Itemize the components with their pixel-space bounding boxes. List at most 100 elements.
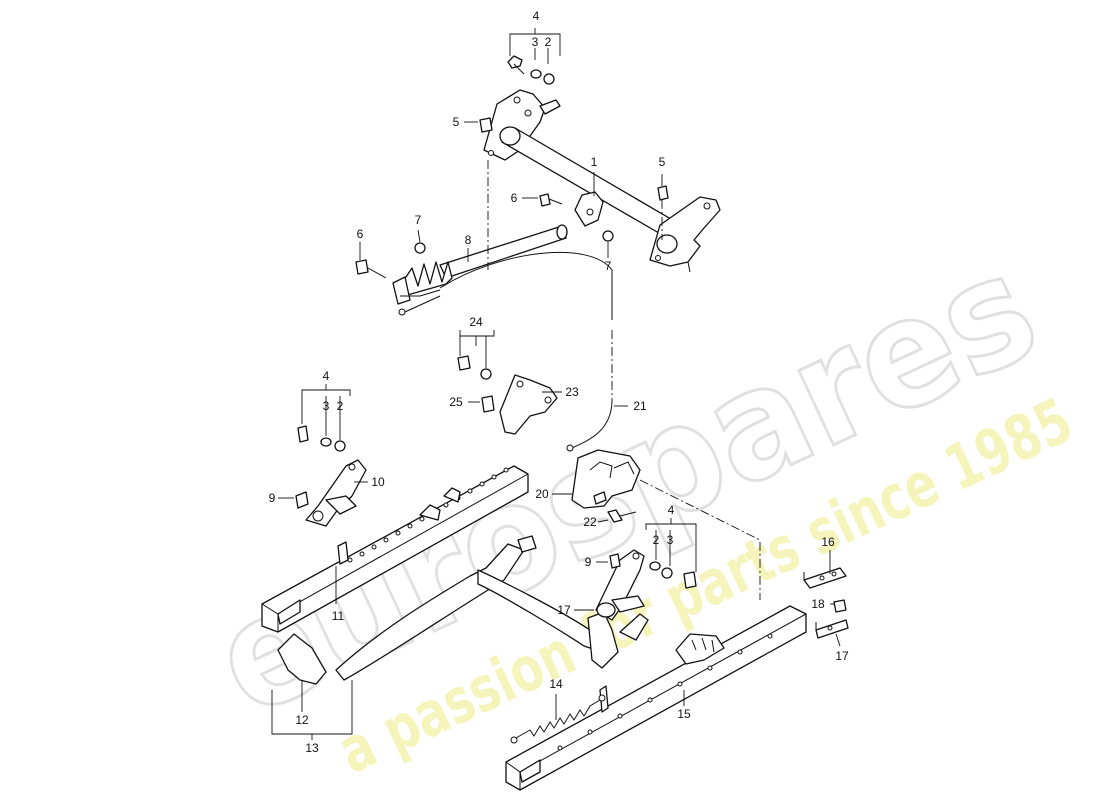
bolt-icon [539, 193, 551, 207]
spring-mount [392, 276, 411, 305]
callout-18: 18 [811, 597, 825, 611]
callout-2: 2 [545, 35, 552, 49]
bolt-icon [457, 355, 471, 371]
callout-9: 9 [585, 555, 592, 569]
callout-17: 17 [835, 649, 849, 663]
nut-icon [609, 553, 621, 569]
callout-14: 14 [549, 677, 563, 691]
callout-17: 17 [557, 603, 571, 617]
rail-holes [557, 633, 773, 751]
callout-22: 22 [583, 515, 597, 529]
bracket-hole [655, 255, 661, 261]
callout-7: 7 [415, 213, 422, 227]
bolt-icon [833, 599, 847, 613]
bracket-hole [524, 109, 532, 117]
bracket-hole [513, 96, 521, 104]
callout-21: 21 [633, 399, 647, 413]
bolt-icon [479, 117, 493, 133]
lever-10 [295, 425, 367, 527]
callout-5: 5 [453, 115, 460, 129]
bracket-hole [488, 150, 494, 156]
cable-eyelet [566, 444, 574, 452]
callout-7: 7 [605, 259, 612, 273]
left-seat-rail [261, 465, 529, 633]
handle-grip [277, 633, 327, 685]
callout-24: 24 [469, 315, 483, 329]
tube-end [656, 234, 678, 254]
cable-end [404, 295, 441, 313]
callout-23: 23 [565, 385, 579, 399]
nut-icon [661, 567, 673, 579]
callout-25: 25 [449, 395, 463, 409]
bracket-hole [703, 202, 711, 210]
washer-icon [649, 561, 661, 571]
callout-4: 4 [533, 9, 540, 23]
tension-spring [515, 699, 601, 739]
gas-spring [392, 224, 568, 316]
nut-icon [480, 368, 492, 380]
callout-2: 2 [653, 533, 660, 547]
bolt-icon [657, 185, 669, 201]
nut-icon [414, 242, 426, 254]
callout-4: 4 [668, 503, 675, 517]
callout-3: 3 [323, 399, 330, 413]
callout-8: 8 [465, 233, 472, 247]
bracket-hole [586, 208, 594, 216]
right-seat-rail [505, 605, 807, 791]
spring-hook [598, 694, 606, 702]
callout-9: 9 [269, 491, 276, 505]
tube-end [499, 126, 521, 146]
nut-icon [334, 440, 346, 452]
lever-17 [595, 549, 697, 621]
tab [539, 99, 561, 115]
callout-2: 2 [337, 399, 344, 413]
cable-loop [400, 289, 441, 297]
release-cable-lower [571, 399, 613, 449]
bolt-icon [355, 259, 369, 275]
callout-6: 6 [357, 227, 364, 241]
bolt-shaft [367, 267, 387, 279]
nut-icon [602, 230, 614, 242]
alignment-line [639, 479, 761, 600]
release-cable [439, 251, 613, 320]
rail-clip [443, 487, 461, 503]
bolt-icon [507, 55, 523, 69]
callout-5: 5 [659, 155, 666, 169]
callout-3: 3 [667, 533, 674, 547]
release-bar [277, 535, 601, 685]
cross-tube-assembly [483, 89, 721, 273]
bolt-shaft [513, 63, 525, 75]
callout-16: 16 [821, 535, 835, 549]
rail-stud [337, 541, 349, 565]
callout-4: 4 [323, 369, 330, 383]
callout-3: 3 [532, 35, 539, 49]
cable-eyelet [398, 308, 406, 316]
latch-20 [571, 449, 641, 523]
callout-11: 11 [332, 609, 345, 623]
callout-15: 15 [677, 707, 691, 721]
rail-clip [419, 504, 441, 521]
tab [687, 261, 691, 273]
callout-1: 1 [591, 155, 598, 169]
spring-hook [510, 736, 518, 744]
screw-icon [607, 509, 623, 523]
callout-numbers: 4 3 2 5 1 5 6 7 8 6 7 24 25 23 21 4 3 2 … [269, 9, 849, 755]
callout-12: 12 [295, 713, 309, 727]
washer-icon [320, 437, 332, 447]
rail-bracket [619, 613, 649, 641]
washer-icon [530, 69, 542, 79]
bolt-icon [683, 571, 697, 589]
callout-6: 6 [511, 191, 518, 205]
bolt-shaft [548, 198, 563, 205]
cylinder-end [556, 224, 568, 240]
nut-icon [295, 491, 309, 509]
callout-13: 13 [305, 741, 319, 755]
top-fasteners [355, 55, 669, 279]
nut-icon [543, 73, 555, 85]
leader-lines [271, 28, 841, 740]
callout-10: 10 [371, 475, 385, 489]
bracket-23 [457, 355, 558, 435]
right-end-brackets [803, 567, 849, 639]
